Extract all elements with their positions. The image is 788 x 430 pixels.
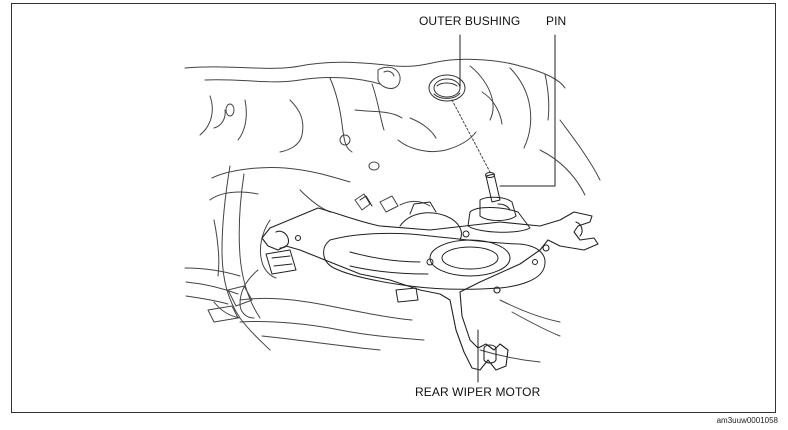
lower-body-structure bbox=[184, 165, 431, 351]
figure-id: am3uuw0001058 bbox=[716, 416, 778, 425]
wiper-pivot-pin bbox=[467, 172, 531, 233]
right-body-structure bbox=[479, 119, 601, 363]
wiper-motor-bracket bbox=[261, 207, 599, 371]
alignment-line bbox=[451, 99, 491, 173]
outer-bushing-label: OUTER BUSHING bbox=[419, 14, 521, 28]
tailgate-inner-panel bbox=[184, 58, 566, 171]
outer-bushing bbox=[428, 74, 466, 102]
wiper-motor-body bbox=[265, 195, 546, 303]
rear-wiper-motor-label: REAR WIPER MOTOR bbox=[415, 385, 541, 399]
pin-leader bbox=[499, 34, 556, 187]
pin-label: PIN bbox=[546, 14, 567, 28]
